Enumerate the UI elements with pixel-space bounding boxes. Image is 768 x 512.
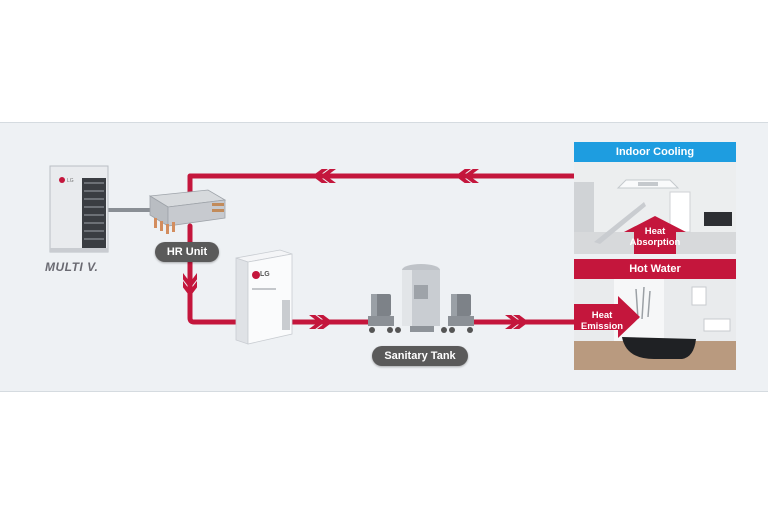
bottom-pipe — [187, 223, 243, 325]
hr-unit-label: HR Unit — [155, 242, 219, 262]
multi-v-logo: MULTI V. — [45, 260, 99, 274]
hr-unit — [148, 189, 227, 234]
indoor-cooling-header: Indoor Cooling — [574, 142, 736, 162]
top-pipe — [187, 173, 598, 195]
pump-right — [448, 294, 474, 333]
hydro-kit-unit — [235, 249, 293, 345]
sanitary-tank-label: Sanitary Tank — [372, 346, 468, 366]
heat-emission-arrow — [574, 296, 640, 338]
heat-absorption-arrow — [624, 216, 686, 254]
heat-absorption-label: Heat Absorption — [629, 226, 681, 248]
flow-chevrons-bottom — [309, 315, 529, 329]
flow-chevrons-top — [312, 169, 479, 183]
heat-emission-label: Heat Emission — [580, 310, 624, 332]
outdoor-unit: LG — [49, 165, 109, 253]
flow-chevrons-down — [183, 273, 197, 297]
hot-water-header: Hot Water — [574, 259, 736, 279]
connector-pipe — [108, 208, 152, 212]
hydro-lg-logo: LG — [260, 271, 270, 278]
sanitary-tank — [368, 264, 474, 333]
pump-left — [368, 294, 394, 333]
svg-text:LG: LG — [67, 178, 74, 184]
